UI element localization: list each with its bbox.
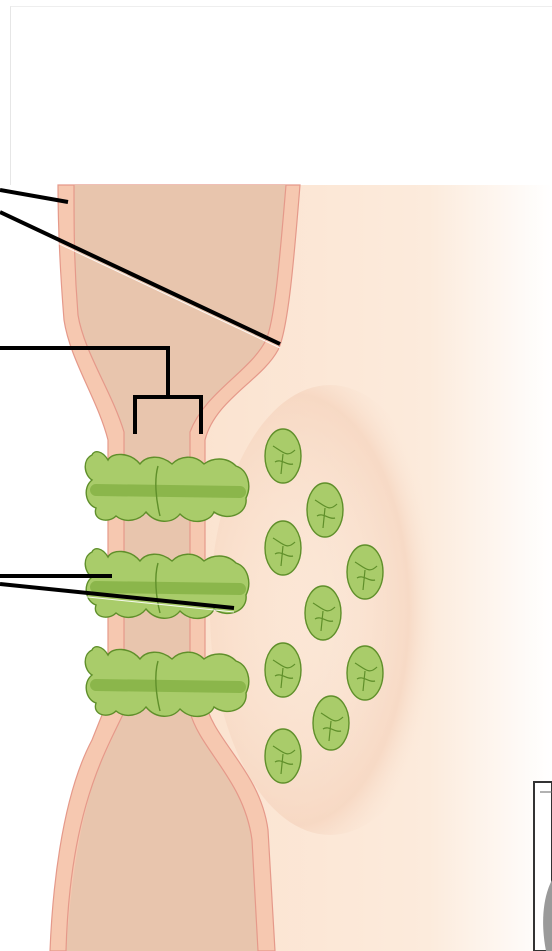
extracellular-particle bbox=[347, 545, 383, 599]
transmembrane-protein-band-1 bbox=[85, 452, 249, 522]
extracellular-particle bbox=[265, 643, 301, 697]
extracellular-particle bbox=[265, 429, 301, 483]
extracellular-particle bbox=[305, 586, 341, 640]
transmembrane-protein-band-3 bbox=[85, 647, 249, 717]
partial-frame-bottom-right bbox=[534, 782, 552, 951]
extracellular-particle bbox=[313, 696, 349, 750]
extracellular-particle bbox=[347, 646, 383, 700]
extracellular-particle bbox=[265, 729, 301, 783]
extracellular-particle bbox=[307, 483, 343, 537]
extracellular-particle bbox=[265, 521, 301, 575]
